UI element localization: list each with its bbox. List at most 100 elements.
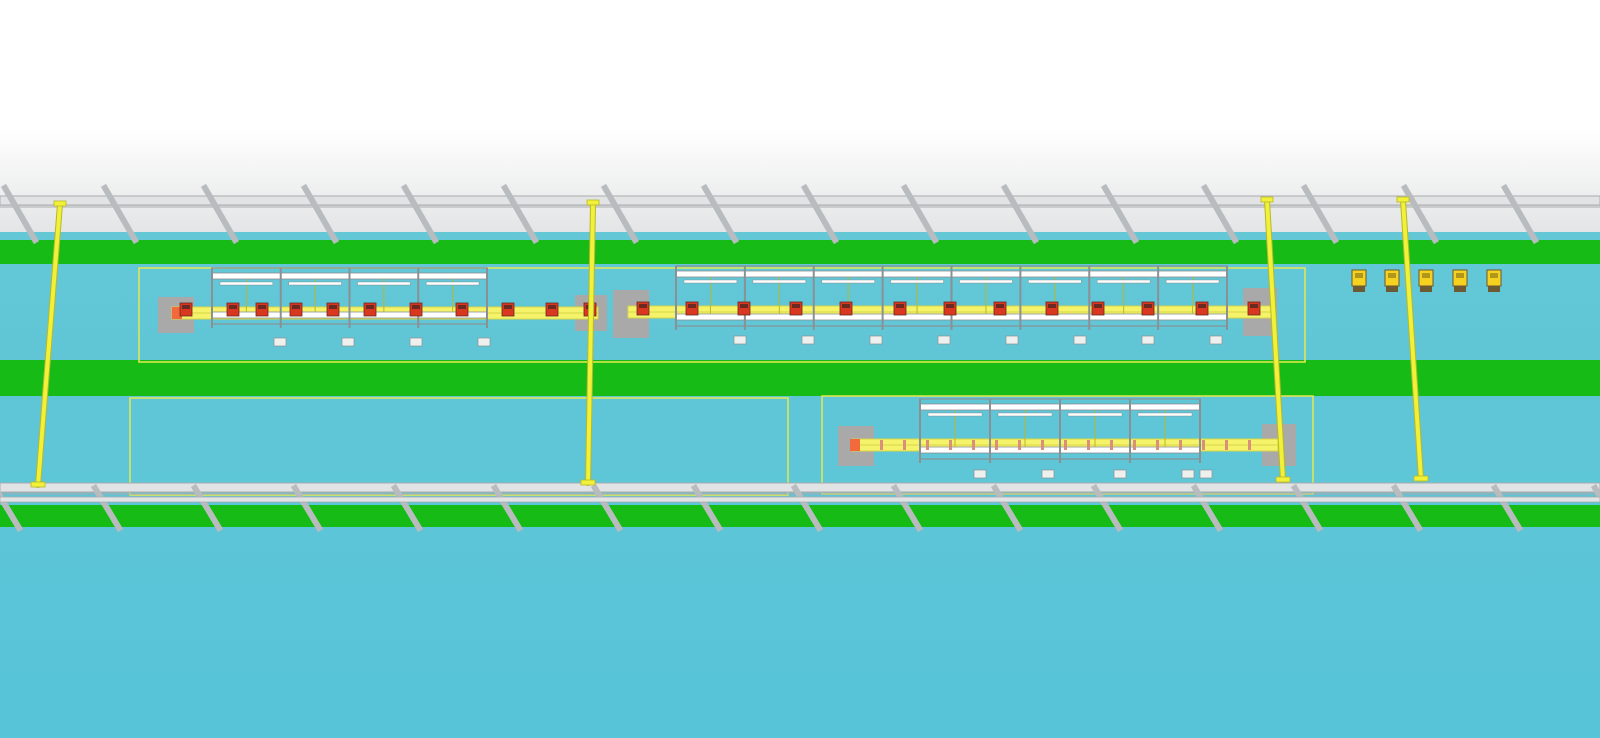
cabinet-body	[1199, 469, 1213, 479]
machine-icon[interactable]	[289, 302, 303, 317]
cabinet-icon[interactable]	[273, 337, 287, 347]
machine-icon[interactable]	[1247, 301, 1261, 316]
machine-icon[interactable]	[737, 301, 751, 316]
machine-icon[interactable]	[501, 302, 515, 317]
cabinet-icon[interactable]	[973, 469, 987, 479]
cabinet-icon[interactable]	[341, 337, 355, 347]
machine-top	[740, 304, 748, 308]
cabinet-body	[1041, 469, 1055, 479]
column-shaft	[586, 201, 595, 485]
machine-body	[737, 301, 751, 316]
cabinet-body	[801, 335, 815, 345]
cabinet-icon[interactable]	[409, 337, 423, 347]
belt-segment-marker	[926, 440, 929, 450]
kiosk-panel	[1456, 273, 1464, 278]
kiosk-icon[interactable]	[1486, 269, 1502, 292]
machine-icon[interactable]	[545, 302, 559, 317]
machine-icon[interactable]	[1091, 301, 1105, 316]
kiosk-base	[1454, 286, 1466, 292]
assembly-line-2[interactable]	[613, 265, 1277, 345]
column-base	[30, 481, 46, 488]
machine-icon[interactable]	[685, 301, 699, 316]
guard-rail-front-post	[1290, 483, 1324, 533]
cabinet-icon[interactable]	[1041, 469, 1055, 479]
guard-rail-back-post	[600, 183, 640, 245]
belt-segment-marker	[1248, 440, 1251, 450]
machine-top	[1094, 304, 1102, 308]
machine-top	[458, 305, 466, 309]
machine-top	[504, 305, 512, 309]
guard-rail-front-post	[590, 483, 624, 533]
machine-icon[interactable]	[1195, 301, 1209, 316]
machine-icon[interactable]	[893, 301, 907, 316]
cabinet-body	[869, 335, 883, 345]
machine-icon[interactable]	[255, 302, 269, 317]
machine-icon[interactable]	[839, 301, 853, 316]
machine-icon[interactable]	[363, 302, 377, 317]
zone-outline-upper	[138, 267, 1306, 363]
guard-rail-back-post	[1300, 183, 1340, 245]
kiosk-base	[1488, 286, 1500, 292]
column-shaft	[36, 202, 62, 487]
cabinet-icon[interactable]	[869, 335, 883, 345]
assembly-line-2-frame-shelf	[890, 279, 944, 284]
kiosk-icon[interactable]	[1384, 269, 1400, 292]
cabinet-icon[interactable]	[1073, 335, 1087, 345]
cabinet-icon[interactable]	[1181, 469, 1195, 479]
guard-rail-front-post	[1390, 483, 1424, 533]
machine-body	[226, 302, 240, 317]
machine-top	[258, 305, 266, 309]
machine-body	[289, 302, 303, 317]
machine-body	[1247, 301, 1261, 316]
machine-icon[interactable]	[226, 302, 240, 317]
column-cap	[1396, 196, 1410, 203]
machine-icon[interactable]	[409, 302, 423, 317]
assembly-line-1-end-marker	[172, 307, 182, 319]
kiosk-icon[interactable]	[1351, 269, 1367, 292]
cabinet-icon[interactable]	[801, 335, 815, 345]
machine-top	[292, 305, 300, 309]
cabinet-icon[interactable]	[477, 337, 491, 347]
guard-rail-back-post	[1400, 183, 1440, 245]
machine-icon[interactable]	[326, 302, 340, 317]
cabinet-icon[interactable]	[1209, 335, 1223, 345]
cabinet-icon[interactable]	[1199, 469, 1213, 479]
guard-rail-front-post	[90, 483, 124, 533]
cabinet-icon[interactable]	[1005, 335, 1019, 345]
guard-rail-back-post	[0, 183, 40, 245]
assembly-line-2-frame-shelf	[1165, 279, 1220, 284]
assembly-line-3-frame-shelf	[997, 412, 1053, 417]
cabinet-icon[interactable]	[1113, 469, 1127, 479]
machine-icon[interactable]	[1045, 301, 1059, 316]
cabinet-icon[interactable]	[937, 335, 951, 345]
assembly-line-2-frame-shelf	[959, 279, 1013, 284]
machine-top	[1048, 304, 1056, 308]
machine-icon[interactable]	[455, 302, 469, 317]
machine-body	[789, 301, 803, 316]
belt-segment-marker	[1225, 440, 1228, 450]
structural-columns	[30, 196, 1429, 488]
machine-icon[interactable]	[993, 301, 1007, 316]
guard-rail-back	[0, 183, 1600, 245]
guard-rail-back-post	[500, 183, 540, 245]
kiosk-icon[interactable]	[1418, 269, 1434, 292]
cabinet-body	[1005, 335, 1019, 345]
machine-icon[interactable]	[1141, 301, 1155, 316]
cabinet-body	[341, 337, 355, 347]
kiosk-icon[interactable]	[1452, 269, 1468, 292]
assembly-line-2-frame-shelf	[752, 279, 806, 284]
machine-body	[685, 301, 699, 316]
machine-icon[interactable]	[789, 301, 803, 316]
machine-body	[326, 302, 340, 317]
guard-rail-front-post	[690, 483, 724, 533]
guard-rail-back-post	[1000, 183, 1040, 245]
machine-icon[interactable]	[943, 301, 957, 316]
cabinet-icon[interactable]	[733, 335, 747, 345]
assembly-line-3-frame-shelf	[927, 412, 983, 417]
belt-segment-marker	[1064, 440, 1067, 450]
machine-icon[interactable]	[179, 302, 193, 317]
machine-icon[interactable]	[636, 301, 650, 316]
cabinet-icon[interactable]	[1141, 335, 1155, 345]
